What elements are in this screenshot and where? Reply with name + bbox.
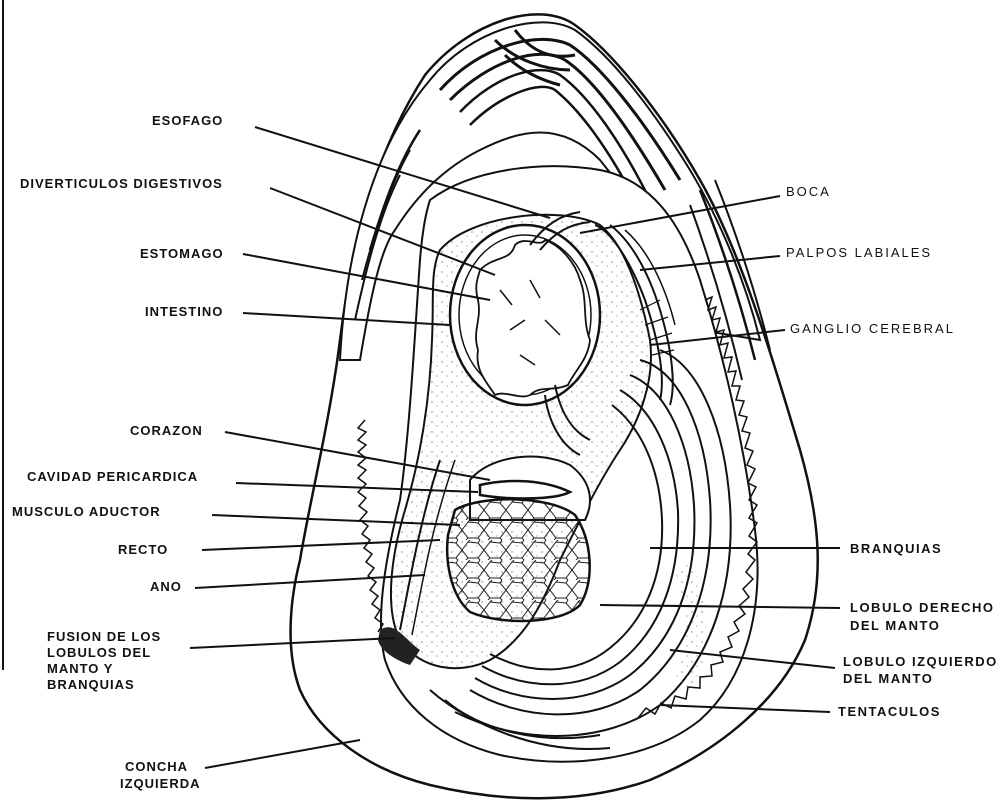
adductor-muscle: [447, 499, 589, 621]
label-branquias: BRANQUIAS: [850, 540, 942, 557]
label-tentaculos: TENTACULOS: [838, 703, 941, 720]
label-lobulo-izquierdo-line1: LOBULO IZQUIERDO: [843, 653, 998, 670]
stomach: [476, 240, 590, 396]
label-intestino: INTESTINO: [145, 303, 223, 320]
label-corazon: CORAZON: [130, 422, 203, 439]
label-fusion-line3: MANTO Y: [47, 660, 113, 677]
label-palpos-labiales: PALPOS LABIALES: [786, 244, 932, 261]
label-boca: BOCA: [786, 183, 831, 200]
label-concha-line1: CONCHA: [125, 758, 188, 775]
label-fusion-line1: FUSION DE LOS: [47, 628, 161, 645]
label-lobulo-derecho-line1: LOBULO DERECHO: [850, 599, 995, 616]
label-recto: RECTO: [118, 541, 168, 558]
label-diverticulos-digestivos: DIVERTICULOS DIGESTIVOS: [20, 175, 223, 192]
label-concha-line2: IZQUIERDA: [120, 775, 201, 792]
label-musculo-aductor: MUSCULO ADUCTOR: [12, 503, 161, 520]
label-lobulo-izquierdo-line2: DEL MANTO: [843, 670, 933, 687]
label-cavidad-pericardica: CAVIDAD PERICARDICA: [27, 468, 198, 485]
label-fusion-line4: BRANQUIAS: [47, 676, 135, 693]
label-esofago: ESOFAGO: [152, 112, 223, 129]
label-ano: ANO: [150, 578, 182, 595]
label-lobulo-derecho-line2: DEL MANTO: [850, 617, 940, 634]
label-fusion-line2: LOBULOS DEL: [47, 644, 151, 661]
label-estomago: ESTOMAGO: [140, 245, 224, 262]
label-ganglio-cerebral: GANGLIO CEREBRAL: [790, 320, 955, 337]
